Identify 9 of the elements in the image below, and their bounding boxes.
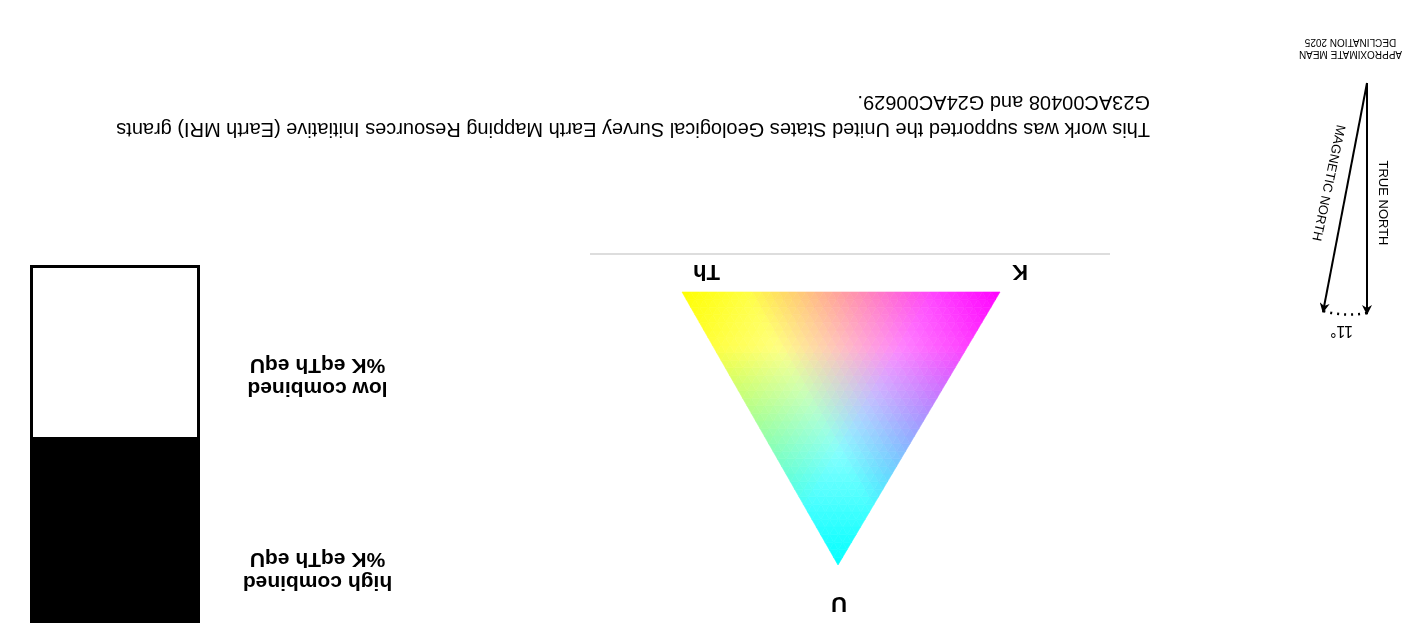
arrow-label: TRUE NORTH [1375, 160, 1391, 246]
angle-label: 11° [1330, 322, 1353, 340]
legend-label: high combined %K eqTh eqU [241, 549, 394, 595]
corner-label: K [1012, 259, 1028, 285]
legend-label: low combined %K eqTh eqU [246, 355, 389, 401]
corner-label: Th [693, 259, 720, 285]
funding-note: This work was supported the United States Geological Survey Earth Mapping Resources Initiative (Earth MRI) grants G23AC00408 and G24AC00629. [115, 91, 1150, 143]
declination-note: APPROXIMATE MEAN DECLINATION 2025 [1297, 36, 1404, 60]
corner-label: U [831, 591, 847, 617]
